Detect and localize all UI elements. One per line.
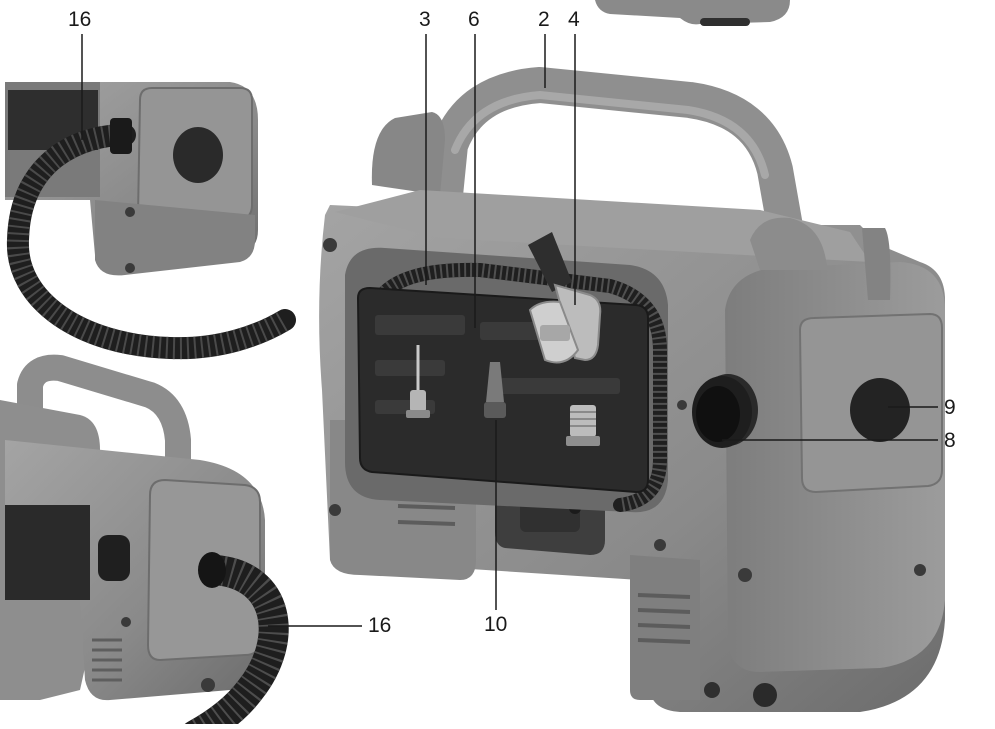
callout-16-top: 16 — [68, 8, 92, 31]
hose-clip-connector — [528, 232, 602, 364]
leader-lines — [81, 34, 938, 627]
main-compressor — [319, 0, 945, 712]
callout-6: 6 — [468, 8, 480, 31]
callout-4: 4 — [568, 8, 580, 31]
callout-2: 2 — [538, 8, 550, 31]
inset-top-left — [0, 78, 296, 360]
callout-10: 10 — [484, 613, 508, 636]
callout-9: 9 — [944, 396, 956, 419]
inset-bottom-left — [0, 354, 289, 729]
callout-8: 8 — [944, 429, 956, 452]
callout-3: 3 — [419, 8, 431, 31]
vent-right — [637, 593, 691, 644]
nozzle-8 — [692, 374, 758, 448]
callout-16-bottom: 16 — [368, 614, 392, 637]
